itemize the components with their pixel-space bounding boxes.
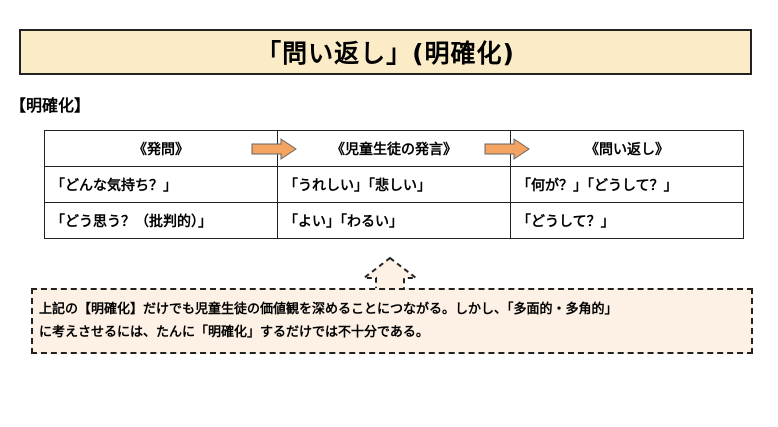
table-header-row: 《発問》 《児童生徒の発言》 《問い返し》 [44,130,744,167]
comparison-table: 《発問》 《児童生徒の発言》 《問い返し》 「どんな気持ち？」 「うれしい」「悲… [44,130,744,239]
table-row: 「どう思う？（批判的）」 「よい」「わるい」 「どうして？」 [44,202,744,239]
table-cell: 「何が？」「どうして？」 [510,166,744,203]
table-cell: 「よい」「わるい」 [277,202,511,239]
header-response-label: 《児童生徒の発言》 [331,141,457,158]
table-cell: 「うれしい」「悲しい」 [277,166,511,203]
table-cell: 「どう思う？（批判的）」 [44,202,278,239]
table-cell: 「どんな気持ち？」 [44,166,278,203]
header-cell-question: 《発問》 [44,130,297,167]
up-arrow-icon [362,256,418,290]
header-followup-label: 《問い返し》 [585,141,669,158]
table-cell: 「どうして？」 [510,202,744,239]
note-box: 上記の【明確化】だけでも児童生徒の価値観を深めることにつながる。しかし、「多面的… [31,288,753,354]
header-cell-response: 《児童生徒の発言》 [277,130,530,167]
section-label: 【明確化】 [10,96,91,115]
header-cell-followup: 《問い返し》 [510,130,744,167]
note-line-1: 上記の【明確化】だけでも児童生徒の価値観を深めることにつながる。しかし、「多面的… [39,302,618,317]
note-line-2: に考えさせるには、たんに「明確化」するだけでは不十分である。 [39,325,429,340]
table-row: 「どんな気持ち？」 「うれしい」「悲しい」 「何が？」「どうして？」 [44,166,744,203]
header-question-label: 《発問》 [133,141,189,158]
page-title: 「問い返し」(明確化) [19,29,752,75]
